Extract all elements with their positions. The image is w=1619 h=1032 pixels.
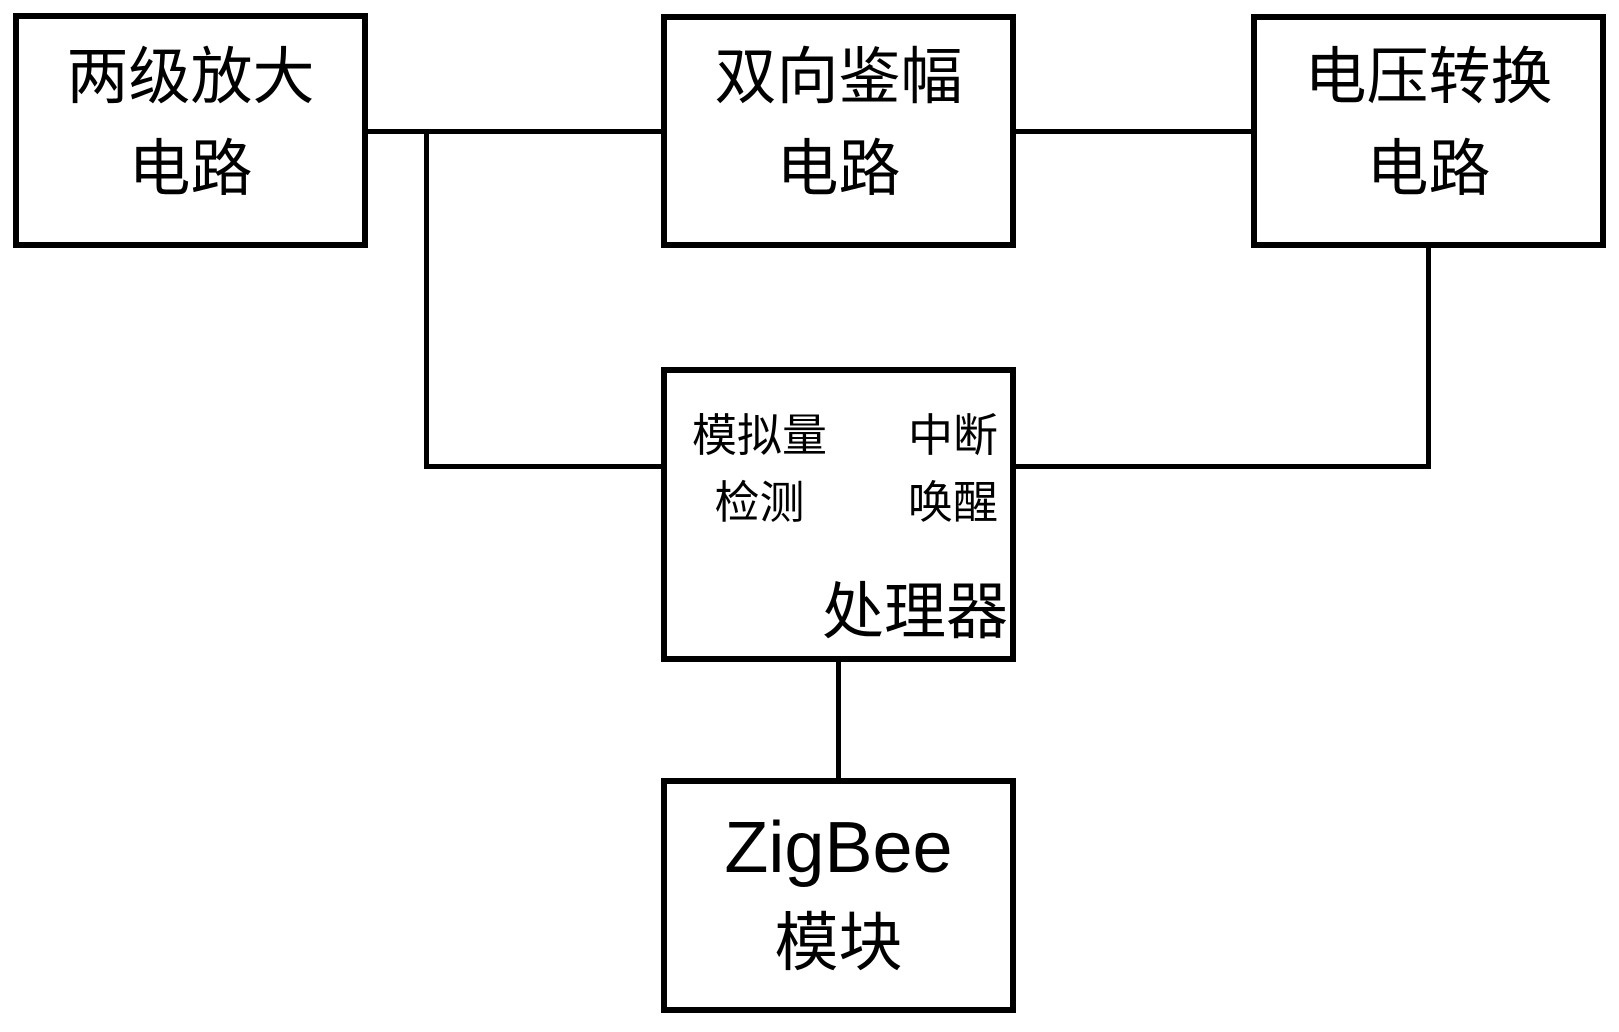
connector-amplifier-to-discriminator — [368, 129, 661, 134]
interrupt-port-line2: 唤醒 — [907, 478, 998, 528]
zigbee-label-line1: ZigBee — [724, 807, 953, 888]
processor-title: 处理器 — [821, 579, 1008, 647]
connector-discriminator-to-converter — [1016, 129, 1251, 134]
converter-label-line2: 电路 — [1366, 136, 1491, 204]
analog-port-line2: 检测 — [714, 478, 805, 528]
converter-label-line1: 电压转换 — [1304, 44, 1553, 112]
interrupt-port-line1: 中断 — [907, 411, 998, 461]
zigbee-label-line2: 模块 — [774, 907, 903, 979]
connector-converter-vertical — [1426, 248, 1431, 469]
amplifier-label-line1: 两级放大 — [66, 43, 315, 112]
processor-interrupt-wake-port-label: 中断 唤醒 — [898, 403, 1008, 537]
box-bidirectional-amplitude-discrimination-circuit: 双向鉴幅 电路 — [661, 14, 1016, 248]
amplifier-label-line2: 电路 — [128, 135, 253, 204]
analog-port-line1: 模拟量 — [691, 411, 827, 461]
box-voltage-conversion-circuit: 电压转换 电路 — [1251, 14, 1606, 248]
connector-branch-to-processor — [424, 464, 661, 469]
discriminator-label-line2: 电路 — [776, 136, 901, 204]
box-processor: 模拟量 检测 中断 唤醒 处理器 — [661, 367, 1016, 662]
processor-analog-input-port-label: 模拟量 检测 — [677, 403, 842, 537]
connector-converter-to-processor — [1016, 464, 1431, 469]
connector-processor-to-zigbee — [836, 662, 841, 778]
box-two-stage-amplifier-circuit: 两级放大 电路 — [13, 13, 368, 248]
connector-branch-vertical — [424, 129, 429, 469]
discriminator-label-line1: 双向鉴幅 — [714, 44, 963, 112]
box-zigbee-module: ZigBee 模块 — [661, 778, 1016, 1013]
